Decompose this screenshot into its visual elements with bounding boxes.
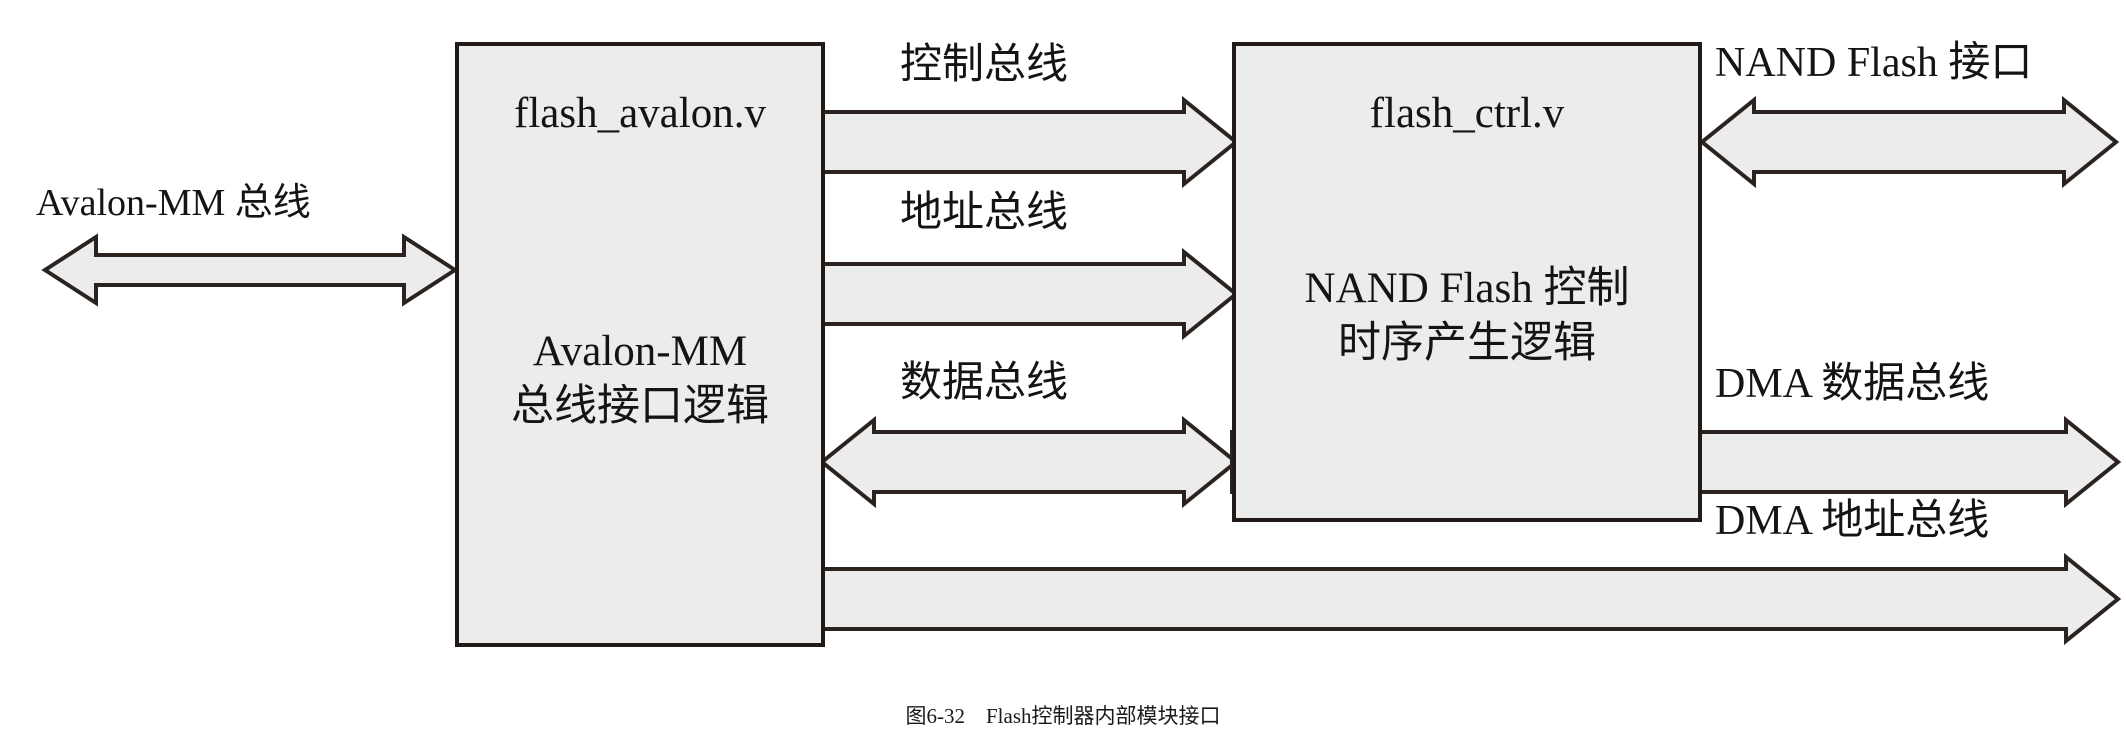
module-flash-ctrl-body-label: NAND Flash 控制 时序产生逻辑 [1304,265,1630,368]
module-flash-avalon[interactable]: flash_avalon.v Avalon-MM 总线接口逻辑 [455,42,825,647]
label-dma-data-bus: DMA 数据总线 [1715,361,1990,407]
module-flash-ctrl-file-label: flash_ctrl.v [1369,90,1565,137]
arrow-control-bus [820,95,1240,189]
arrow-avalon-mm-bus [40,224,460,316]
arrow-data-bus [818,415,1240,509]
label-nand-flash-interface: NAND Flash 接口 [1715,40,2033,86]
label-avalon-mm-bus: Avalon-MM 总线 [36,182,311,224]
figure-caption: 图6-32 Flash控制器内部模块接口 [905,704,1221,728]
label-control-bus: 控制总线 [900,42,1069,88]
label-address-bus: 地址总线 [900,190,1069,236]
module-flash-avalon-file-label: flash_avalon.v [514,90,766,137]
label-dma-address-bus: DMA 地址总线 [1715,498,1990,544]
label-data-bus: 数据总线 [900,360,1069,406]
arrow-dma-address-bus [818,552,2122,646]
module-flash-ctrl[interactable]: flash_ctrl.v NAND Flash 控制 时序产生逻辑 [1232,42,1702,522]
arrow-address-bus [820,247,1240,341]
arrow-nand-flash-interface [1698,95,2120,189]
module-flash-avalon-body-label: Avalon-MM 总线接口逻辑 [511,328,769,431]
